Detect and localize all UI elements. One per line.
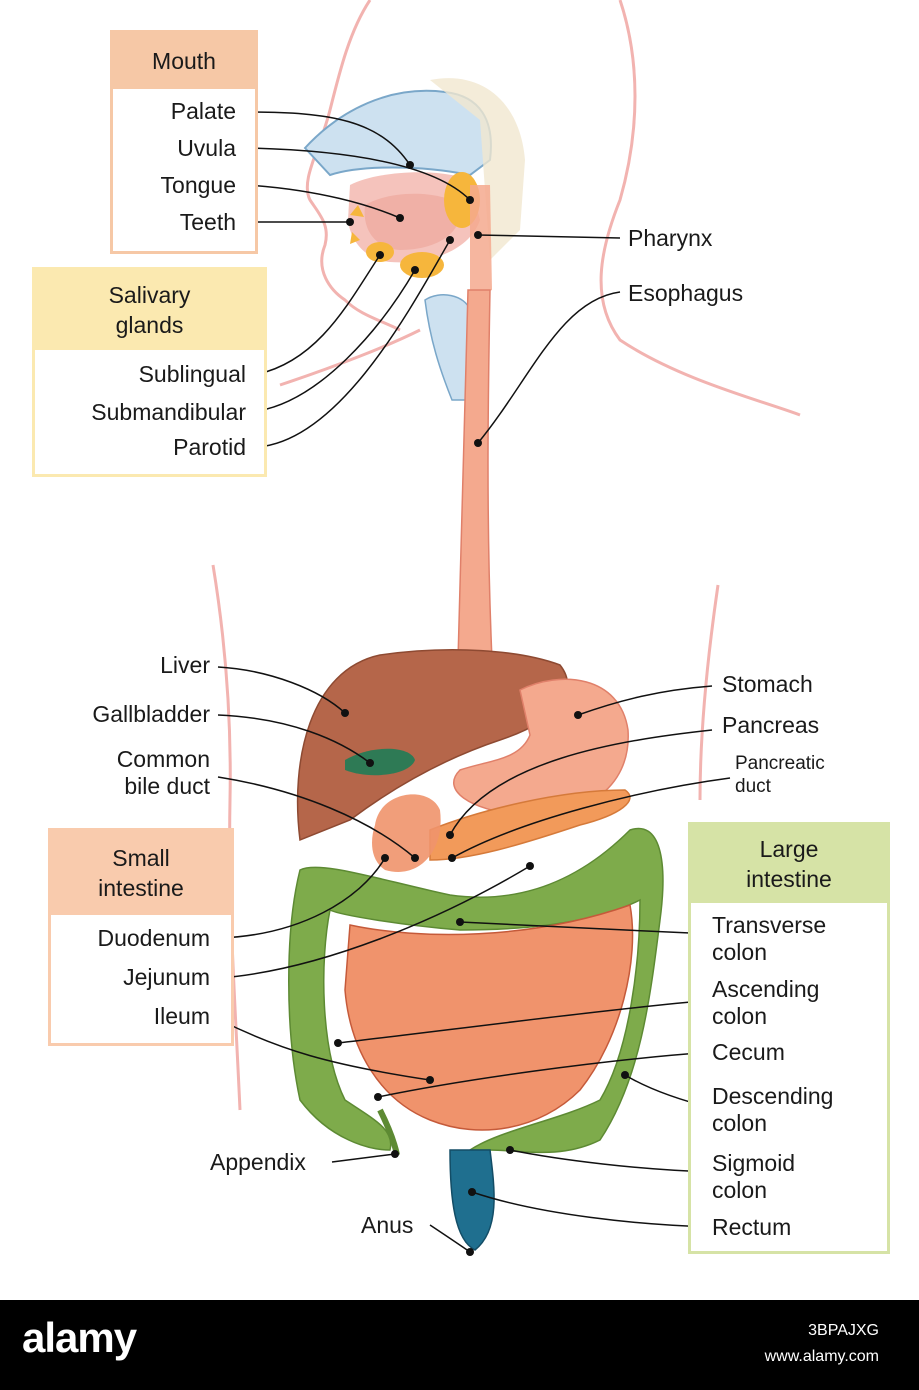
salivary-title-line1: Salivary xyxy=(108,282,191,308)
large-intestine-title-line2: intestine xyxy=(746,866,832,892)
label-parotid: Parotid xyxy=(173,434,246,460)
label-descending-colon: Descending colon xyxy=(712,1083,833,1137)
large-intestine-title-line1: Large xyxy=(759,836,819,862)
label-sigmoid-colon-line1: Sigmoid xyxy=(712,1150,796,1176)
label-cecum: Cecum xyxy=(712,1039,785,1065)
larynx-shape xyxy=(424,294,471,401)
label-submandibular: Submandibular xyxy=(91,399,246,425)
small-intestine-box-header: Small intestine xyxy=(51,831,231,915)
label-teeth: Teeth xyxy=(179,209,236,235)
label-ileum: Ileum xyxy=(153,1003,210,1029)
label-sigmoid-colon: Sigmoid colon xyxy=(712,1150,795,1204)
pharynx-shape xyxy=(470,185,492,300)
watermark-footer: alamy 3BPAJXG www.alamy.com xyxy=(0,1300,919,1390)
label-common-bile-duct-line1: Common xyxy=(116,746,210,772)
rectum-shape xyxy=(449,1149,495,1251)
label-ascending-colon-line2: colon xyxy=(712,1003,767,1029)
salivary-title-line2: glands xyxy=(115,312,184,338)
label-tongue: Tongue xyxy=(160,172,236,198)
label-sublingual: Sublingual xyxy=(138,361,246,387)
footer-logo: alamy xyxy=(22,1314,137,1361)
label-pancreatic-duct: Pancreatic duct xyxy=(735,752,825,798)
label-gallbladder: Gallbladder xyxy=(92,701,210,727)
label-descending-colon-line2: colon xyxy=(712,1110,767,1136)
label-ascending-colon: Ascending colon xyxy=(712,976,819,1030)
footer-site: www.alamy.com xyxy=(764,1348,879,1365)
label-appendix: Appendix xyxy=(210,1149,306,1175)
label-sigmoid-colon-line2: colon xyxy=(712,1177,767,1203)
label-pancreatic-duct-line1: Pancreatic xyxy=(735,753,825,774)
head-outline xyxy=(279,0,801,417)
footer-code: 3BPAJXG www.alamy.com xyxy=(765,1318,879,1370)
label-uvula: Uvula xyxy=(177,135,236,161)
liver-shape xyxy=(296,649,569,842)
mouth-box: Mouth xyxy=(110,30,258,254)
large-intestine-shape xyxy=(288,827,664,1154)
submandibular-gland xyxy=(400,252,444,278)
skull-shading xyxy=(430,78,525,260)
label-jejunum: Jejunum xyxy=(123,964,210,990)
label-stomach: Stomach xyxy=(722,671,813,697)
label-pharynx: Pharynx xyxy=(628,225,713,251)
label-esophagus: Esophagus xyxy=(628,280,744,306)
digestive-system-illustration xyxy=(211,0,801,1256)
salivary-glands-box-header: Salivary glands xyxy=(35,270,264,350)
salivary-glands-box: Salivary glands xyxy=(32,267,267,477)
duodenum-shape xyxy=(372,794,441,872)
mouth-box-header: Mouth xyxy=(113,33,255,89)
leader-dots xyxy=(334,161,629,1256)
leader-lines xyxy=(217,111,731,1253)
label-ascending-colon-line1: Ascending xyxy=(712,976,820,1002)
tongue-shape xyxy=(364,193,461,250)
small-intestine-shape xyxy=(344,904,634,1131)
label-anus: Anus xyxy=(361,1212,414,1238)
label-common-bile-duct: Common bile duct xyxy=(40,746,210,800)
small-intestine-title-line1: Small xyxy=(112,845,170,871)
large-intestine-box-header: Large intestine xyxy=(691,825,887,903)
label-pancreatic-duct-line2: duct xyxy=(735,776,771,797)
gallbladder-shape xyxy=(345,748,415,776)
footer-image-id: 3BPAJXG xyxy=(808,1322,879,1339)
label-descending-colon-line1: Descending xyxy=(712,1083,834,1109)
label-transverse-colon-line1: Transverse xyxy=(712,912,827,938)
label-transverse-colon-line2: colon xyxy=(712,939,767,965)
label-duodenum: Duodenum xyxy=(97,925,210,951)
label-palate: Palate xyxy=(170,98,236,124)
label-transverse-colon: Transverse colon xyxy=(712,912,826,966)
mouth-title: Mouth xyxy=(152,48,216,74)
label-pancreas: Pancreas xyxy=(722,712,820,738)
label-liver: Liver xyxy=(160,652,210,678)
torso-outline xyxy=(211,564,720,1111)
small-intestine-title-line2: intestine xyxy=(98,875,184,901)
label-common-bile-duct-line2: bile duct xyxy=(124,773,210,799)
small-intestine-box: Small intestine xyxy=(48,828,234,1046)
teeth-shape xyxy=(350,205,364,244)
large-intestine-box: Large intestine xyxy=(688,822,890,1254)
label-rectum: Rectum xyxy=(712,1214,792,1240)
